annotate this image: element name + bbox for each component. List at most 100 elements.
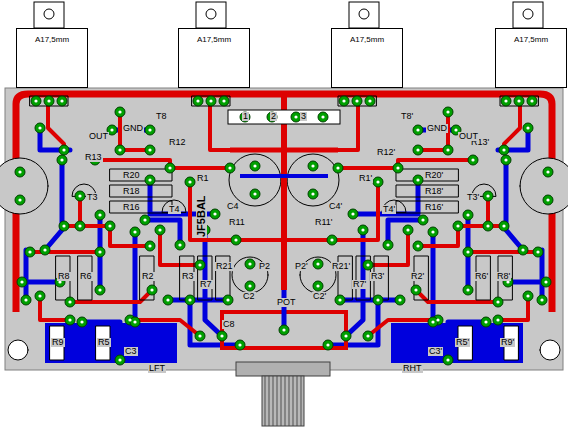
pcb-path [210, 100, 245, 150]
pcb-circle [115, 145, 125, 155]
pcb-circle [24, 298, 27, 301]
pcb-circle [308, 189, 318, 199]
pcb-circle [231, 235, 241, 245]
pcb-path [281, 96, 287, 290]
pcb-circle [18, 198, 21, 201]
power-connector [228, 110, 340, 124]
pcb-circle [267, 112, 277, 122]
pcb-circle [363, 331, 373, 341]
pcb-circle [523, 291, 533, 301]
pcb-circle [62, 148, 65, 151]
pcb-circle [446, 358, 449, 361]
pcb-g [30, 100, 245, 336]
pcb-circle [361, 228, 364, 231]
silkscreen-label: R9' [500, 338, 515, 347]
pcb-circle [20, 280, 23, 283]
pcb-circle [446, 148, 449, 151]
pcb-circle [321, 115, 324, 118]
pcb-circle [75, 221, 85, 231]
pot-body [236, 362, 330, 376]
pcb-path [48, 100, 64, 150]
pcb-circle [163, 295, 173, 305]
pcb-rect [110, 185, 172, 197]
pcb-circle [166, 298, 169, 301]
pcb-circle [35, 123, 45, 133]
pcb-circle [196, 99, 199, 102]
pcb-circle [546, 198, 549, 201]
silkscreen-label: P2 [258, 262, 271, 271]
pcb-circle [533, 247, 543, 257]
pcb-circle [130, 227, 140, 237]
pcb-circle [253, 192, 256, 195]
pcb-circle [145, 241, 155, 251]
silkscreen-label: JF5BAL [196, 194, 207, 238]
pcb-path [236, 238, 332, 242]
silkscreen-label: T3' [466, 193, 480, 202]
pcb-circle [234, 238, 237, 241]
pcb-circle [47, 99, 50, 102]
pcb-circle [546, 170, 549, 173]
pcb-circle [351, 212, 354, 215]
pcb-circle [413, 241, 423, 251]
pcb-circle [105, 221, 115, 231]
pcb-circle [499, 145, 509, 155]
pot-shaft [262, 376, 304, 426]
pcb-circle [118, 110, 121, 113]
pcb-circle [344, 334, 347, 337]
pcb-circle [339, 96, 349, 106]
pcb-circle [501, 155, 511, 165]
pcb-circle [308, 161, 318, 171]
pcb-path [282, 290, 287, 330]
pcb-circle [8, 340, 28, 360]
silkscreen-label: R16' [424, 203, 444, 212]
heatsink-size: A17,5mm [17, 35, 87, 44]
pcb-circle [416, 178, 419, 181]
pcb-circle [359, 9, 369, 19]
silkscreen-label: T4 [168, 205, 181, 214]
silkscreen-label: C8 [222, 320, 236, 329]
pcb-circle [57, 96, 67, 106]
pcb-circle [366, 263, 369, 266]
silkscreen-label: R1' [358, 174, 373, 183]
pcb-circle [537, 295, 547, 305]
silkscreen-label: C4' [328, 202, 343, 211]
pcb-circle [188, 180, 191, 183]
pcb-circle [228, 166, 231, 169]
silkscreen-label: C3 [124, 347, 138, 356]
pcb-circle [59, 145, 69, 155]
pcb-circle [471, 158, 474, 161]
pcb-circle [466, 213, 469, 216]
pcb-circle [363, 260, 373, 270]
pcb-circle [395, 295, 405, 305]
pcb-circle [118, 148, 121, 151]
pcb-circle [386, 243, 389, 246]
pcb-rect [30, 96, 68, 106]
silkscreen-label: R13 [84, 153, 103, 162]
pcb-circle [206, 9, 216, 19]
silkscreen-label: C3' [428, 347, 443, 356]
pcb-g [30, 96, 230, 360]
pcb-circle [421, 218, 424, 221]
pcb-circle [453, 221, 463, 231]
silkscreen-label: C2 [242, 292, 256, 301]
pcb-circle [330, 238, 333, 241]
pcb-circle [158, 228, 161, 231]
pcb-circle [148, 148, 151, 151]
pcb-circle [38, 126, 41, 129]
pcb-board [5, 88, 563, 370]
pcb-circle [193, 96, 203, 106]
pcb-circle [342, 99, 345, 102]
silkscreen-label: GND [426, 124, 448, 133]
silkscreen-label: R18' [424, 187, 444, 196]
pcb-circle [393, 163, 403, 173]
silkscreen-label: R1 [196, 174, 210, 183]
pcb-circle [313, 281, 323, 291]
pcb-circle [282, 328, 285, 331]
pcb-rect [180, 256, 194, 300]
silkscreen-label: LFT [148, 364, 166, 373]
pcb-circle [413, 175, 423, 185]
pcb-circle [185, 295, 195, 305]
pcb-circle [229, 154, 281, 206]
pcb-circle [250, 189, 260, 199]
